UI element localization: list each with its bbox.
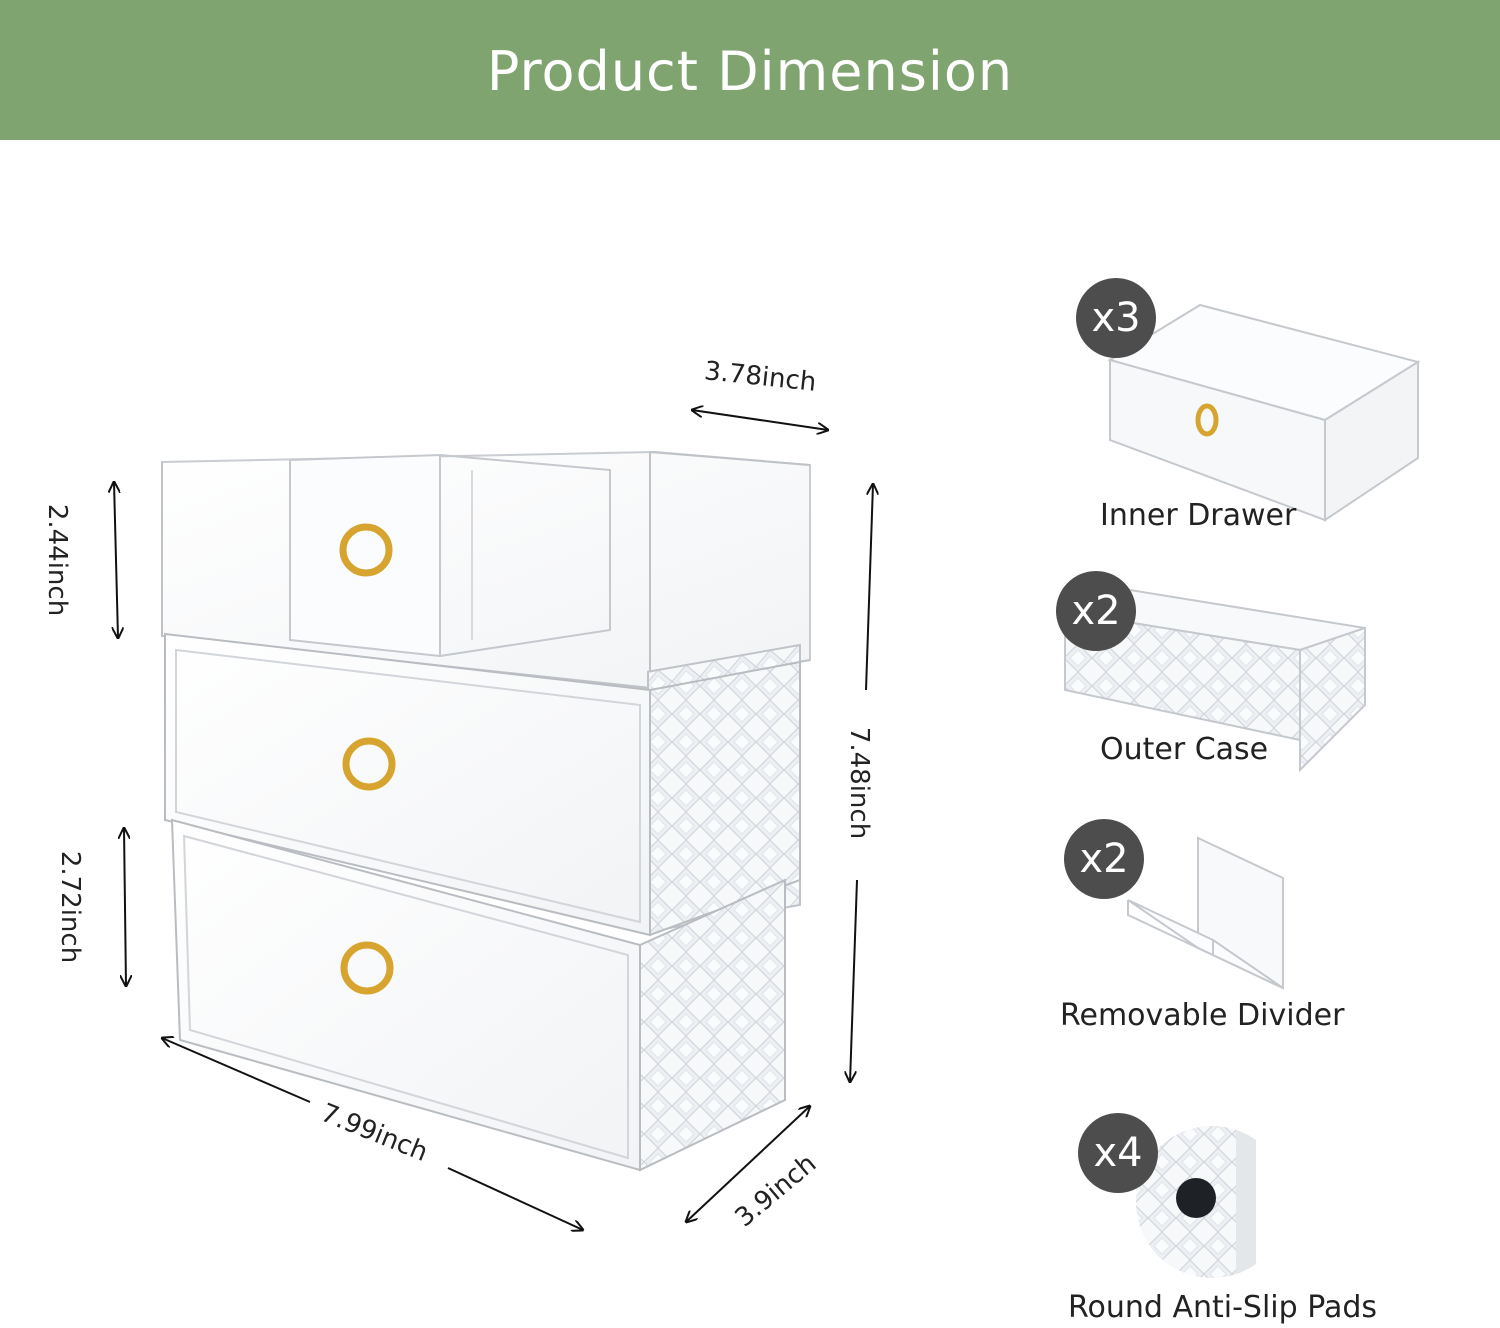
inner-drawer-caption: Inner Drawer xyxy=(1100,498,1297,533)
page-title: Product Dimension xyxy=(486,40,1014,103)
divider-quantity-badge: x2 xyxy=(1064,819,1144,899)
inner-drawer-icon xyxy=(1107,303,1421,522)
top-height-arrow xyxy=(114,482,118,638)
outer-case-quantity-badge: x2 xyxy=(1056,571,1136,651)
width-arrow-left xyxy=(162,1038,311,1103)
title-banner: Product Dimension xyxy=(0,0,1500,140)
total-height-arrow-lower xyxy=(850,879,858,1082)
middle-drawer-handle-icon xyxy=(342,737,396,791)
bottom-drawer xyxy=(170,818,786,1172)
anti-slip-pad-quantity-badge: x4 xyxy=(1078,1113,1158,1193)
bottom-drawer-handle-icon xyxy=(340,941,394,995)
drawer-height-label: 2.72inch xyxy=(55,850,86,964)
outer-case-icon xyxy=(1064,588,1366,773)
total-height-label: 7.48inch xyxy=(844,726,875,840)
total-height-arrow-upper xyxy=(865,484,873,691)
divider-icon xyxy=(1127,836,1284,990)
drawer-height-arrow xyxy=(124,828,126,986)
top-height-label: 2.44inch xyxy=(42,503,73,617)
top-depth-arrow xyxy=(692,410,828,430)
width-arrow-right xyxy=(447,1167,583,1230)
inner-drawer-quantity-badge: x3 xyxy=(1076,278,1156,358)
depth-arrow xyxy=(686,1106,810,1222)
top-drawer-handle-icon xyxy=(339,523,393,577)
middle-drawer xyxy=(164,632,801,937)
anti-slip-pad-caption: Round Anti-Slip Pads xyxy=(1068,1290,1378,1325)
outer-case-caption: Outer Case xyxy=(1100,732,1269,767)
divider-caption: Removable Divider xyxy=(1060,998,1345,1033)
anti-slip-pad-icon xyxy=(1136,1126,1288,1278)
top-drawer xyxy=(161,450,811,690)
